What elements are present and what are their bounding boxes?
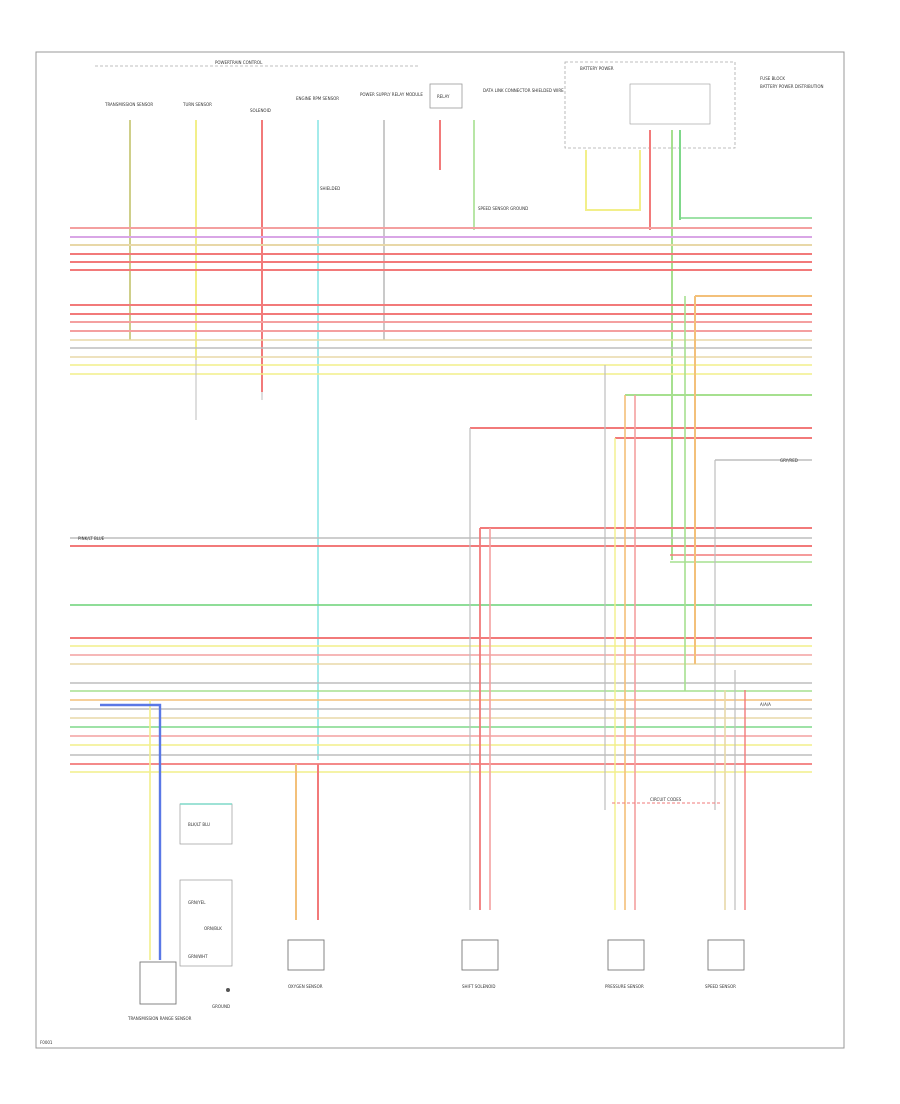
pressure-sensor (607, 939, 645, 971)
speed-sensor-label: SPEED SENSOR (705, 984, 736, 989)
transmission-range-sensor (139, 961, 177, 1005)
oxygen-sensor (287, 939, 325, 971)
shift-solenoid (461, 939, 499, 971)
circuit-codes-label: CIRCUIT CODES (650, 797, 682, 802)
transmission-range-label: TRANSMISSION RANGE SENSOR (127, 1016, 192, 1021)
transmission-sensor-label: TRANSMISSION SENSOR (104, 102, 153, 107)
solenoid-label: SOLENOID (250, 108, 271, 113)
oxygen-sensor-label: OXYGEN SENSOR (288, 984, 323, 989)
pink-lt-blue-label: PINK/LT BLUE (78, 536, 105, 541)
code-mid-label: A/A/A (760, 702, 771, 707)
speed-sensor (707, 939, 745, 971)
power-supply-label: POWER SUPPLY RELAY MODULE (360, 92, 423, 97)
range-box-4-label: GRN/WHT (188, 954, 208, 959)
range-box-2 (179, 879, 233, 967)
engine-rpm-label: ENGINE RPM SENSOR (296, 96, 339, 101)
battery-power-label: BATTERY POWER (580, 66, 614, 71)
pressure-sensor-label: PRESSURE SENSOR (605, 984, 644, 989)
ground-label: GROUND (212, 1004, 230, 1009)
relay-label: RELAY (437, 94, 450, 99)
shift-solenoid-label: SHIFT SOLENOID (462, 984, 496, 989)
range-box-3-label: ORN/BLK (204, 926, 222, 931)
footer-code: F0001 (40, 1040, 53, 1045)
vertical-wires (100, 296, 746, 960)
top-bar-label: POWERTRAIN CONTROL (215, 60, 263, 65)
battery-wire-yellow (585, 150, 641, 211)
relay-box (429, 83, 463, 109)
fuse-block-label: FUSE BLOCK (760, 76, 785, 81)
range-box-2-label: GRN/YEL (188, 900, 206, 905)
fuse-inner-box (629, 83, 711, 125)
fuse-block-sublabel: BATTERY POWER DISTRIBUTION (760, 84, 823, 89)
shielded-note: SHIELDED (320, 186, 340, 191)
right-mid-label: GRY/RED (780, 458, 798, 463)
bus-wires (70, 217, 812, 773)
diagram-border (35, 51, 845, 1049)
turn-sensor-label: TURN SENSOR (182, 102, 212, 107)
range-box-1-label: BLK/LT BLU (188, 822, 210, 827)
sensor-ground-note: SPEED SENSOR GROUND (478, 206, 528, 211)
ground-point-icon (226, 988, 230, 992)
data-link-note: DATA LINK CONNECTOR SHIELDED WIRE (483, 88, 564, 93)
